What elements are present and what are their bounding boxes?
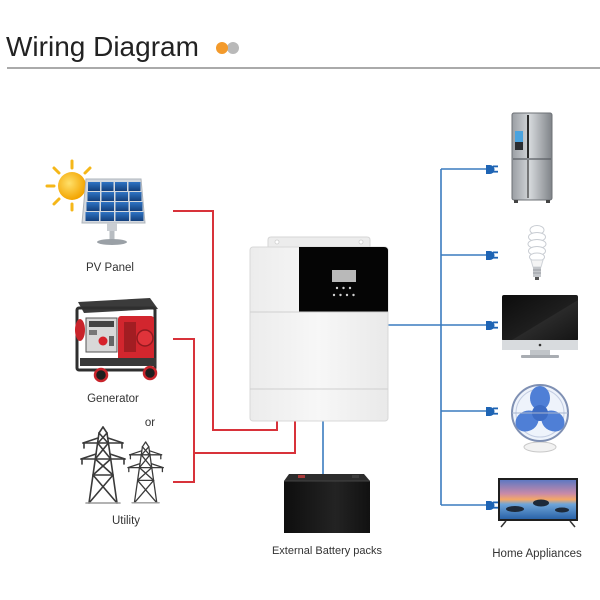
pv-panel-label: PV Panel <box>86 262 134 274</box>
page-title: Wiring Diagram <box>6 31 199 62</box>
output-wires <box>322 168 488 506</box>
tv-icon <box>498 478 578 528</box>
fan-icon <box>511 384 569 453</box>
pv-source: PV Panel <box>45 159 146 274</box>
hybrid-inverter-icon <box>249 236 389 422</box>
plugs <box>486 165 498 510</box>
input-wires <box>173 210 296 483</box>
battery-label: External Battery packs <box>272 545 383 557</box>
header: Wiring Diagram <box>6 31 600 69</box>
control-buttons <box>332 286 355 297</box>
plug-icon <box>486 165 498 174</box>
home-appliances-label: Home Appliances <box>492 548 582 560</box>
mounting-bracket <box>267 236 371 248</box>
plug-icon <box>486 407 498 416</box>
pv-wire <box>173 210 278 431</box>
plug-icon <box>486 251 498 260</box>
lcd-display <box>332 270 356 282</box>
battery-icon <box>284 474 370 533</box>
monitor-icon <box>502 295 578 358</box>
title-dot-secondary <box>227 42 239 54</box>
generator-label: Generator <box>87 393 139 405</box>
title-dot-primary <box>216 42 228 54</box>
home-appliances: Home Appliances <box>492 112 582 560</box>
utility-source: Utility <box>80 426 164 527</box>
refrigerator-icon <box>511 112 553 203</box>
utility-label: Utility <box>112 515 140 527</box>
plug-icon <box>486 321 498 330</box>
generator-icon <box>75 298 158 383</box>
battery-group: External Battery packs <box>272 474 383 557</box>
solar-panel-icon <box>81 178 146 245</box>
ac-input-wire <box>194 421 296 454</box>
generator-utility-wire <box>173 338 195 483</box>
or-separator: or <box>145 417 155 429</box>
power-tower-icon <box>127 441 164 504</box>
plug-icon <box>486 501 498 510</box>
power-tower-icon <box>80 426 126 504</box>
generator-source: Generator or <box>75 298 158 429</box>
light-bulb-icon <box>527 225 547 280</box>
sun-icon <box>45 159 92 212</box>
